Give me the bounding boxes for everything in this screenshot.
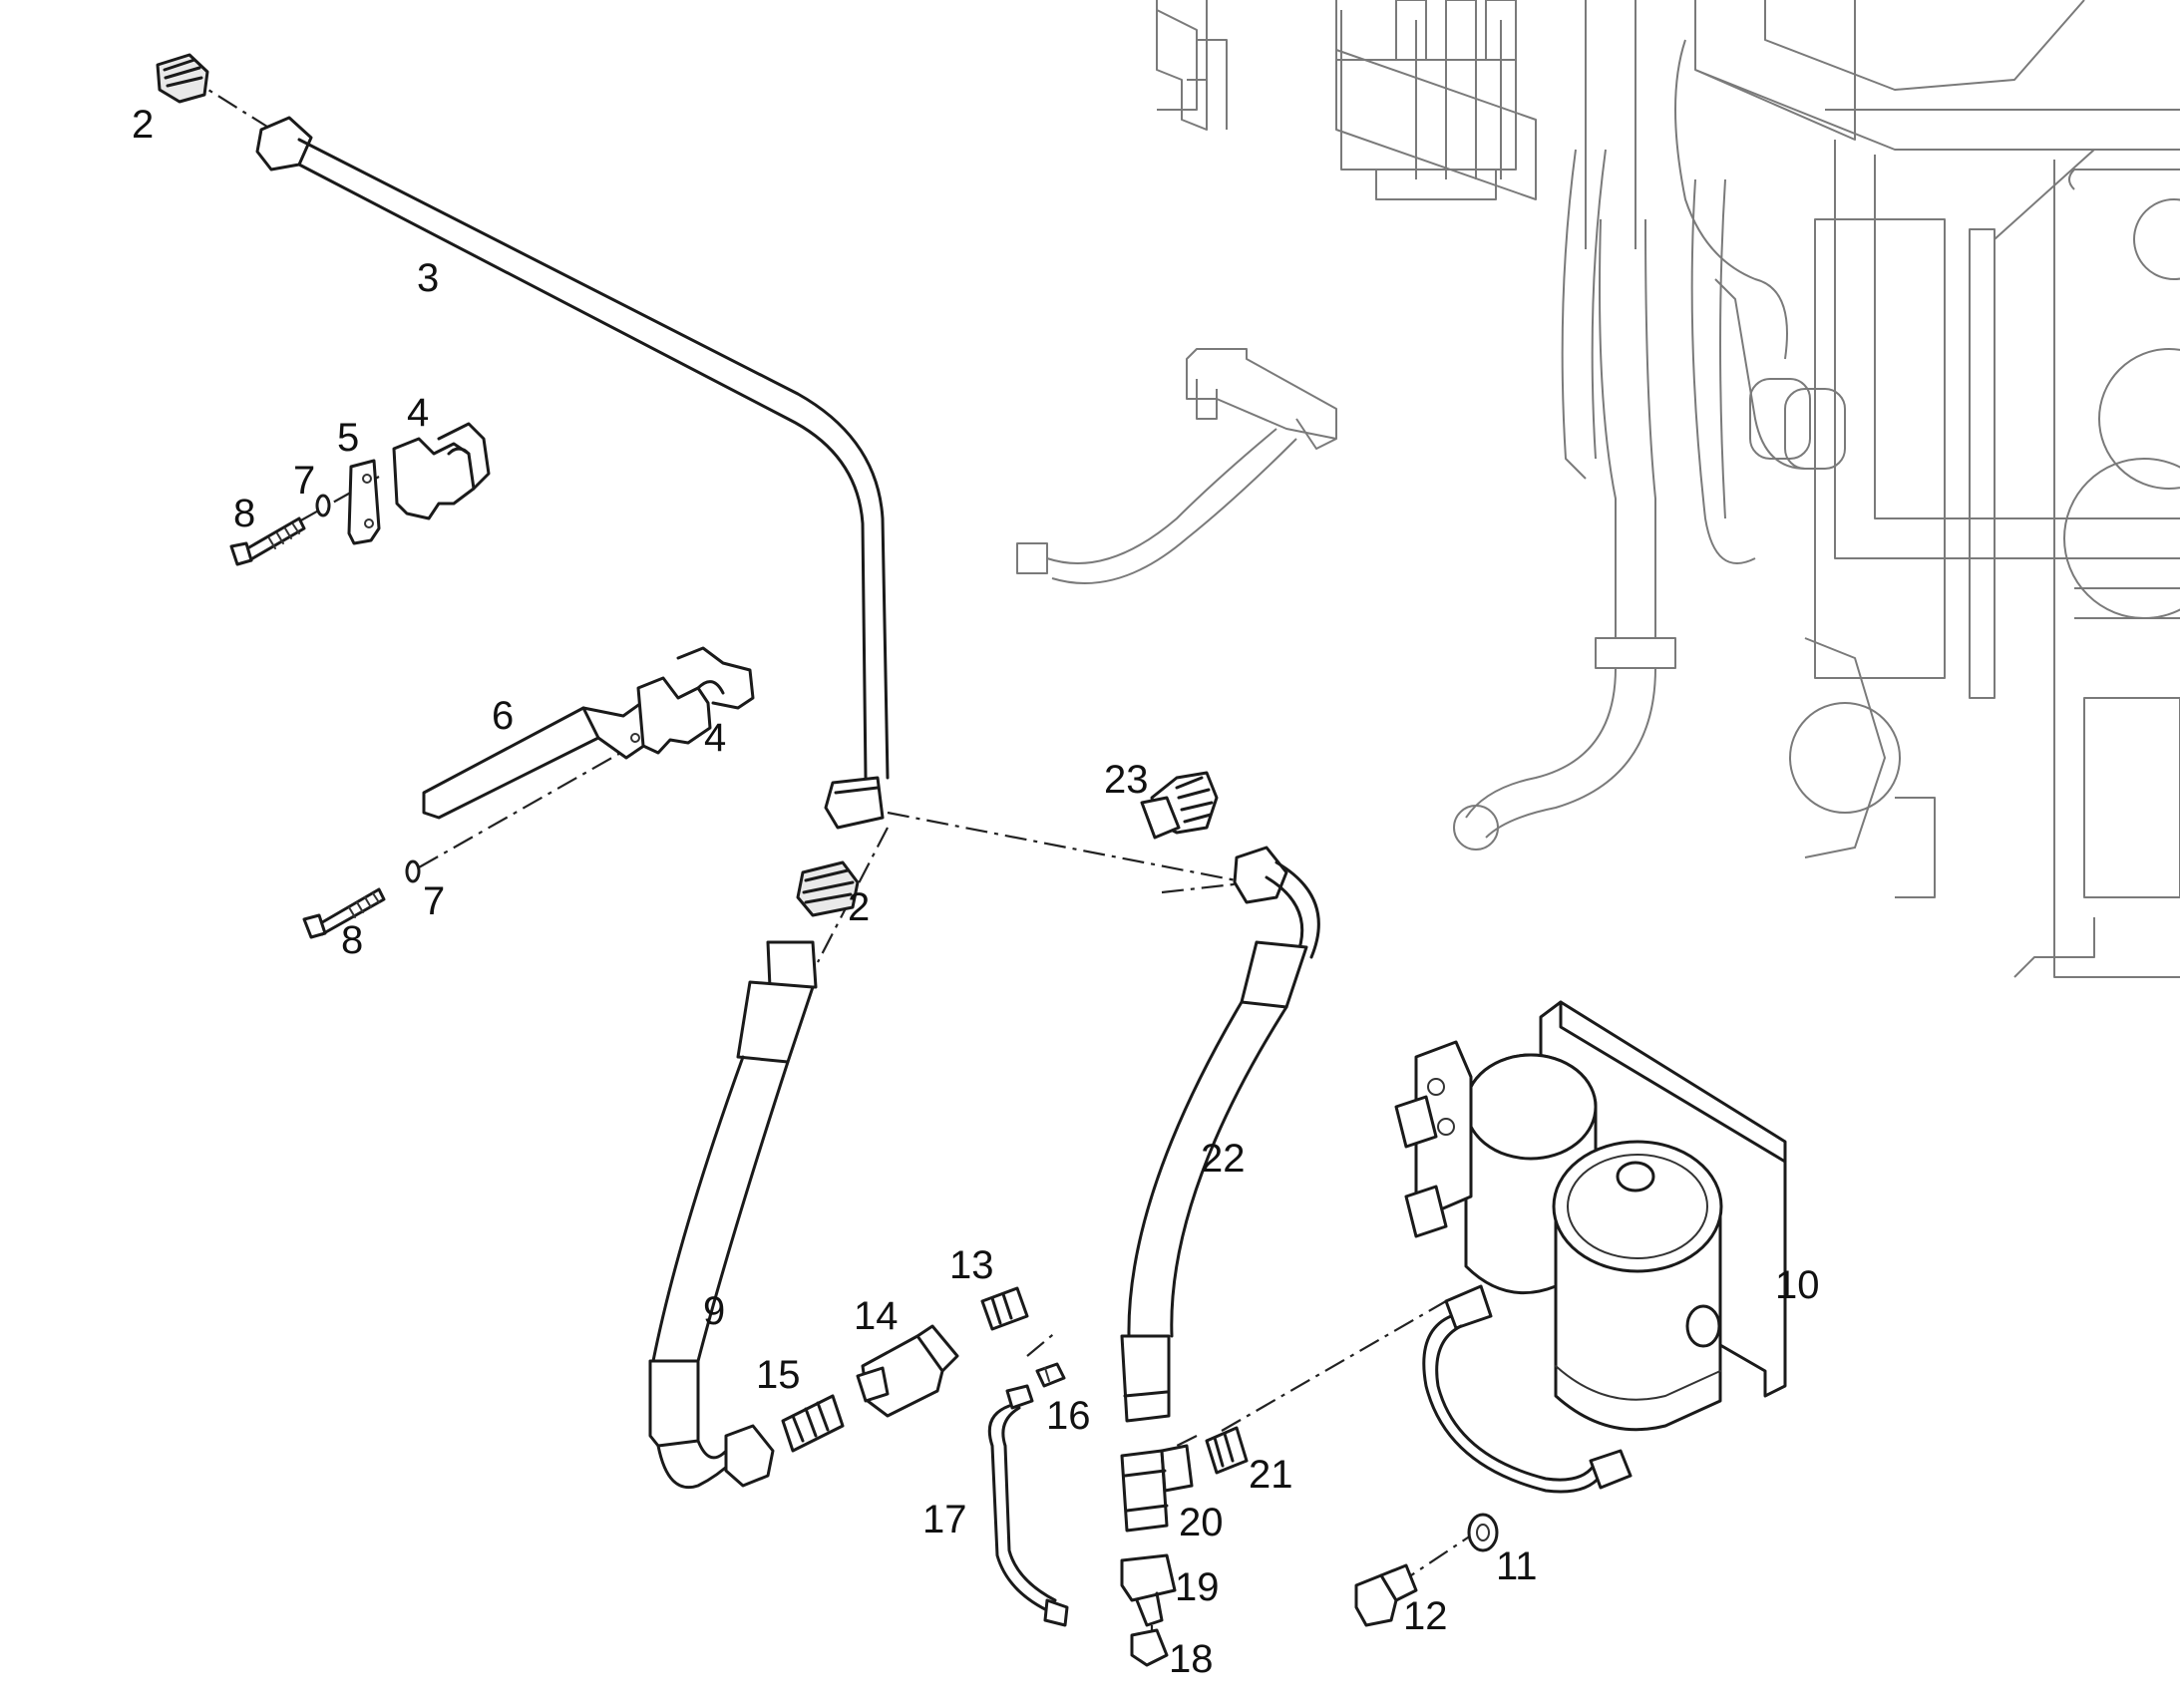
label-part-18: 18 <box>1169 1637 1214 1681</box>
washer-7-upper <box>315 494 331 517</box>
washer-7-lower <box>405 859 421 883</box>
union-fitting-middle <box>796 860 860 917</box>
clamp-half-4-lower <box>636 646 755 755</box>
fitting-16 <box>1035 1362 1066 1388</box>
label-part-22: 22 <box>1201 1137 1246 1181</box>
pipe-17 <box>987 1384 1069 1627</box>
label-part-7-lower: 7 <box>423 879 445 923</box>
coupling-14 <box>856 1324 959 1418</box>
label-part-20: 20 <box>1179 1501 1224 1544</box>
bolt-8-upper <box>229 516 306 566</box>
label-part-17: 17 <box>922 1498 967 1541</box>
fitting-15 <box>781 1394 845 1453</box>
label-part-7-upper: 7 <box>293 459 315 503</box>
assembly-lines <box>183 74 1487 1640</box>
plug-12 <box>1354 1563 1418 1627</box>
label-part-8-upper: 8 <box>233 492 255 535</box>
clamp-plate-5 <box>347 459 381 545</box>
clamp-half-4-upper <box>392 422 491 520</box>
fitting-13 <box>980 1286 1029 1331</box>
tee-20 <box>1120 1444 1194 1533</box>
label-part-12: 12 <box>1403 1594 1448 1638</box>
machine-frame-background <box>1016 0 2180 978</box>
hose-9 <box>648 940 818 1489</box>
label-part-14: 14 <box>854 1294 899 1338</box>
label-part-2-top: 2 <box>132 103 154 147</box>
label-part-5: 5 <box>337 416 359 460</box>
nut-19 <box>1120 1553 1177 1627</box>
bolt-8-lower <box>302 887 386 939</box>
hose-22 <box>1120 846 1320 1423</box>
label-part-23: 23 <box>1104 758 1149 802</box>
steel-tube-3 <box>255 116 890 830</box>
union-fitting-top <box>156 53 209 104</box>
label-part-16: 16 <box>1046 1394 1091 1438</box>
bracket-6 <box>422 696 650 820</box>
label-part-10: 10 <box>1775 1263 1820 1307</box>
label-part-6: 6 <box>492 694 514 738</box>
label-part-3: 3 <box>417 256 439 300</box>
part-labels: 2 3 4 5 7 8 6 4 7 8 2 23 22 9 10 13 14 1… <box>132 103 1820 1681</box>
label-part-4-upper: 4 <box>407 391 429 435</box>
elbow-18 <box>1130 1628 1169 1667</box>
washer-11 <box>1467 1513 1499 1552</box>
label-part-15: 15 <box>756 1353 801 1397</box>
label-part-11: 11 <box>1496 1544 1538 1588</box>
label-part-2-middle: 2 <box>848 885 870 929</box>
label-part-9: 9 <box>703 1289 725 1333</box>
label-part-13: 13 <box>949 1243 994 1287</box>
elbow-23 <box>1140 771 1219 840</box>
fitting-21 <box>1205 1426 1249 1475</box>
label-part-21: 21 <box>1249 1453 1293 1497</box>
label-part-19: 19 <box>1175 1565 1220 1609</box>
tank-assembly-10 <box>1394 1000 1787 1494</box>
label-part-4-lower: 4 <box>704 716 726 760</box>
label-part-8-lower: 8 <box>341 918 363 962</box>
